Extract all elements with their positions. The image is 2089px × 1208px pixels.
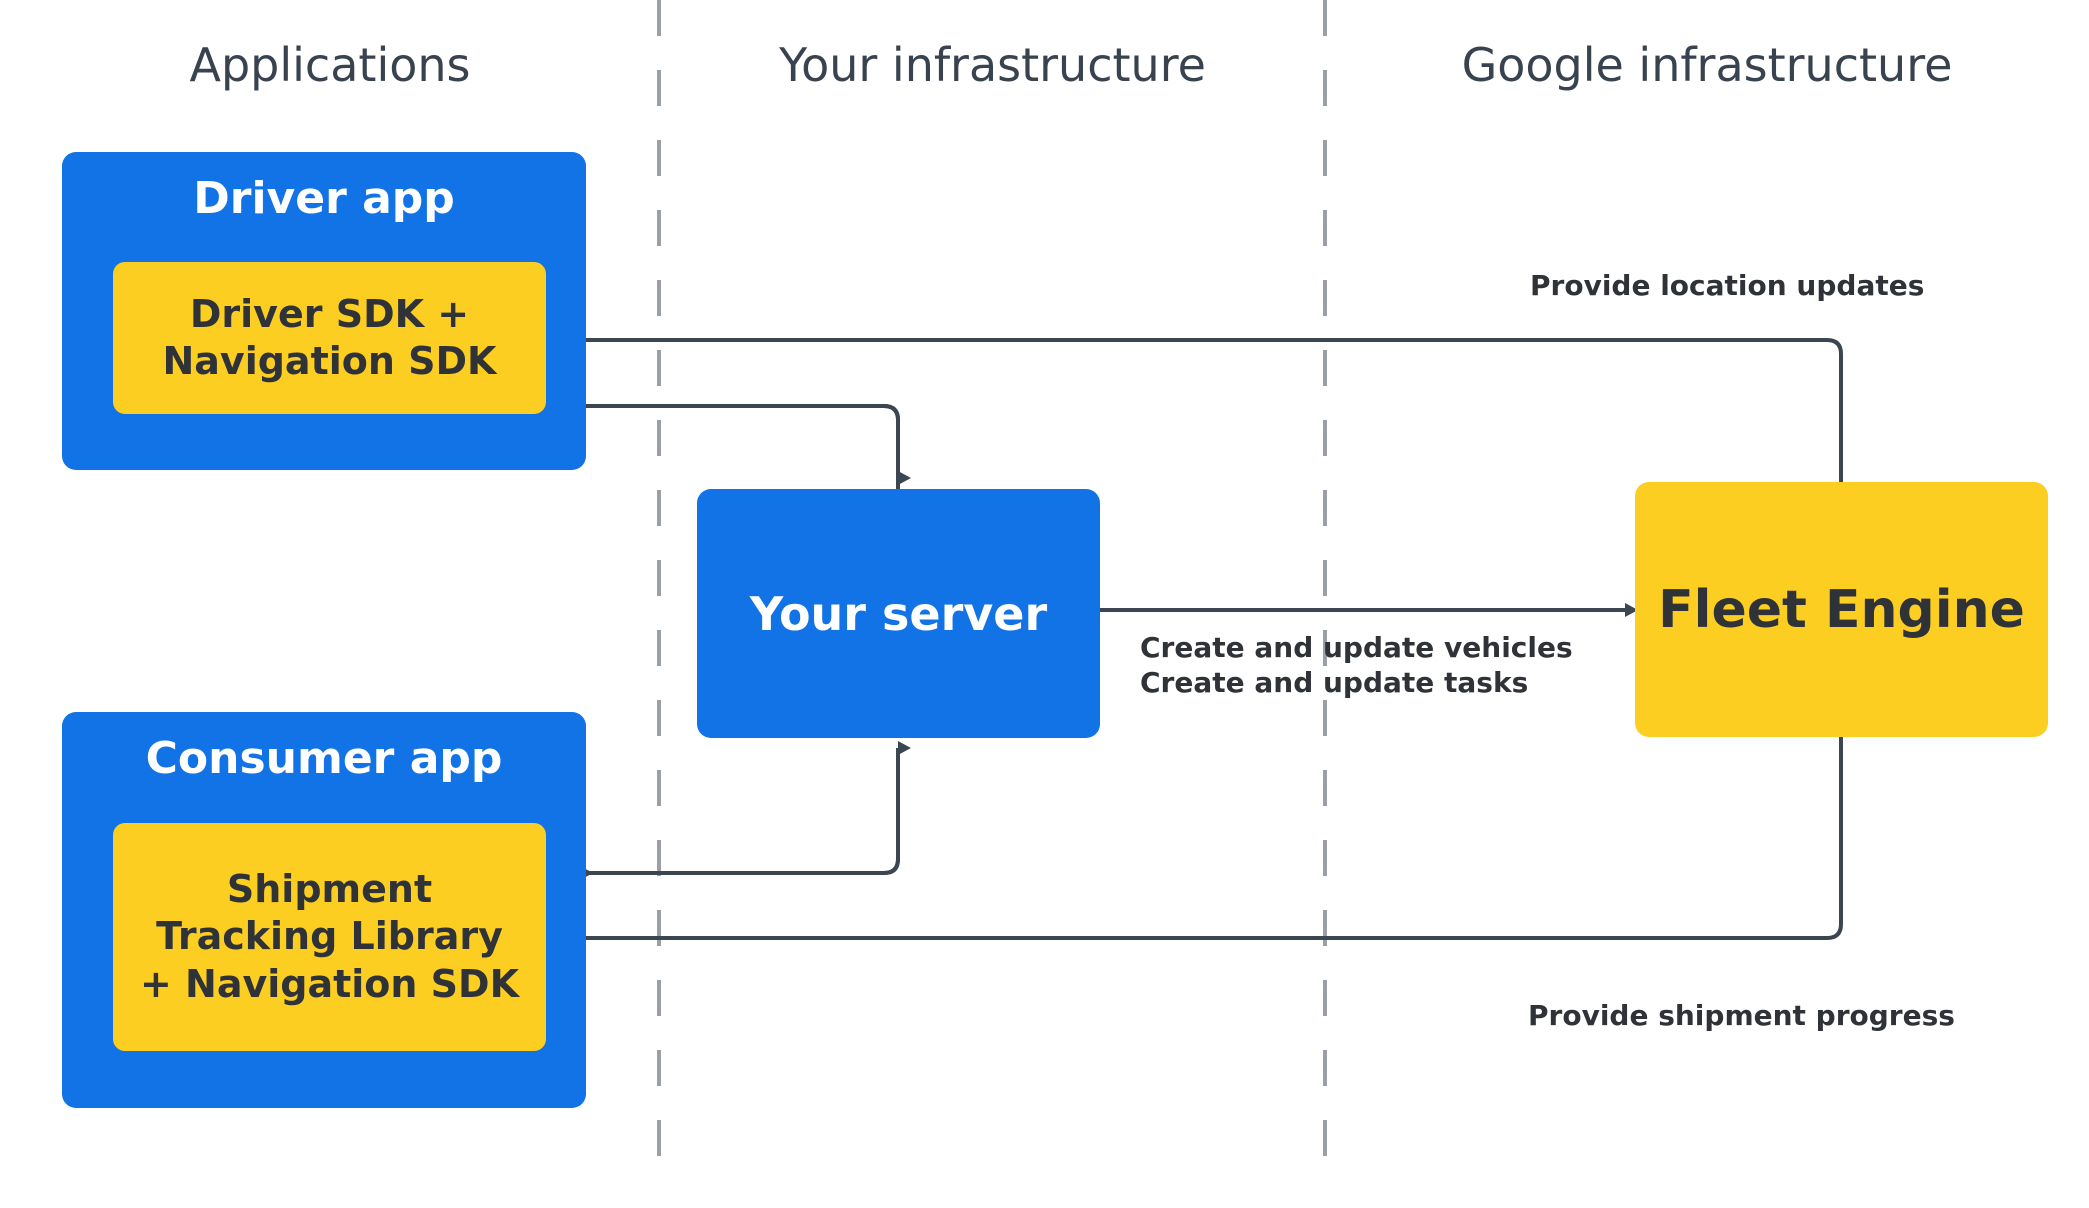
- node-your-server[interactable]: Your server: [697, 489, 1100, 738]
- shipment-tracking-line-3: + Navigation SDK: [139, 961, 520, 1006]
- fleet-engine-label: Fleet Engine: [1658, 579, 2025, 640]
- shipment-tracking-library-text: Shipment Tracking Library + Navigation S…: [140, 866, 519, 1009]
- your-server-label: Your server: [749, 586, 1048, 641]
- edge-label-provide-shipment-progress: Provide shipment progress: [1528, 998, 1955, 1033]
- provide-shipment-progress-text: Provide shipment progress: [1528, 999, 1955, 1032]
- column-header-your-infrastructure-label: Your infrastructure: [779, 38, 1206, 92]
- column-header-google-infrastructure-label: Google infrastructure: [1461, 38, 1953, 92]
- shipment-tracking-line-2: Tracking Library: [156, 914, 503, 959]
- driver-app-title: Driver app: [193, 173, 455, 224]
- shipment-tracking-line-1: Shipment: [226, 866, 433, 911]
- edge-your-server-to-shipment-tracking-library: [580, 748, 900, 880]
- node-fleet-engine[interactable]: Fleet Engine: [1635, 482, 2048, 737]
- node-shipment-tracking-library[interactable]: Shipment Tracking Library + Navigation S…: [113, 823, 546, 1051]
- driver-sdk-line-2: Navigation SDK: [162, 339, 497, 383]
- edge-label-create-and-update: Create and update vehicles Create and up…: [1140, 630, 1573, 700]
- provide-location-updates-text: Provide location updates: [1530, 269, 1925, 302]
- driver-sdk-text: Driver SDK + Navigation SDK: [162, 291, 496, 386]
- edge-fleet-engine-to-driver-sdk: [567, 333, 1843, 482]
- column-header-applications-label: Applications: [189, 38, 471, 92]
- driver-sdk-line-1: Driver SDK +: [189, 291, 470, 336]
- column-header-google-infrastructure: Google infrastructure: [1325, 38, 2089, 92]
- edge-consumer-app-to-your-server: [580, 741, 911, 875]
- node-driver-sdk[interactable]: Driver SDK + Navigation SDK: [113, 262, 546, 414]
- column-header-applications: Applications: [0, 38, 660, 92]
- edge-driver-app-to-your-server: [470, 404, 911, 485]
- column-header-your-infrastructure: Your infrastructure: [660, 38, 1325, 92]
- consumer-app-title: Consumer app: [145, 733, 503, 784]
- create-and-update-tasks-text: Create and update tasks: [1140, 666, 1529, 699]
- create-and-update-vehicles-text: Create and update vehicles: [1140, 631, 1573, 664]
- edge-fleet-engine-to-shipment-tracking-library: [567, 737, 1843, 945]
- edge-label-provide-location-updates: Provide location updates: [1530, 268, 1924, 303]
